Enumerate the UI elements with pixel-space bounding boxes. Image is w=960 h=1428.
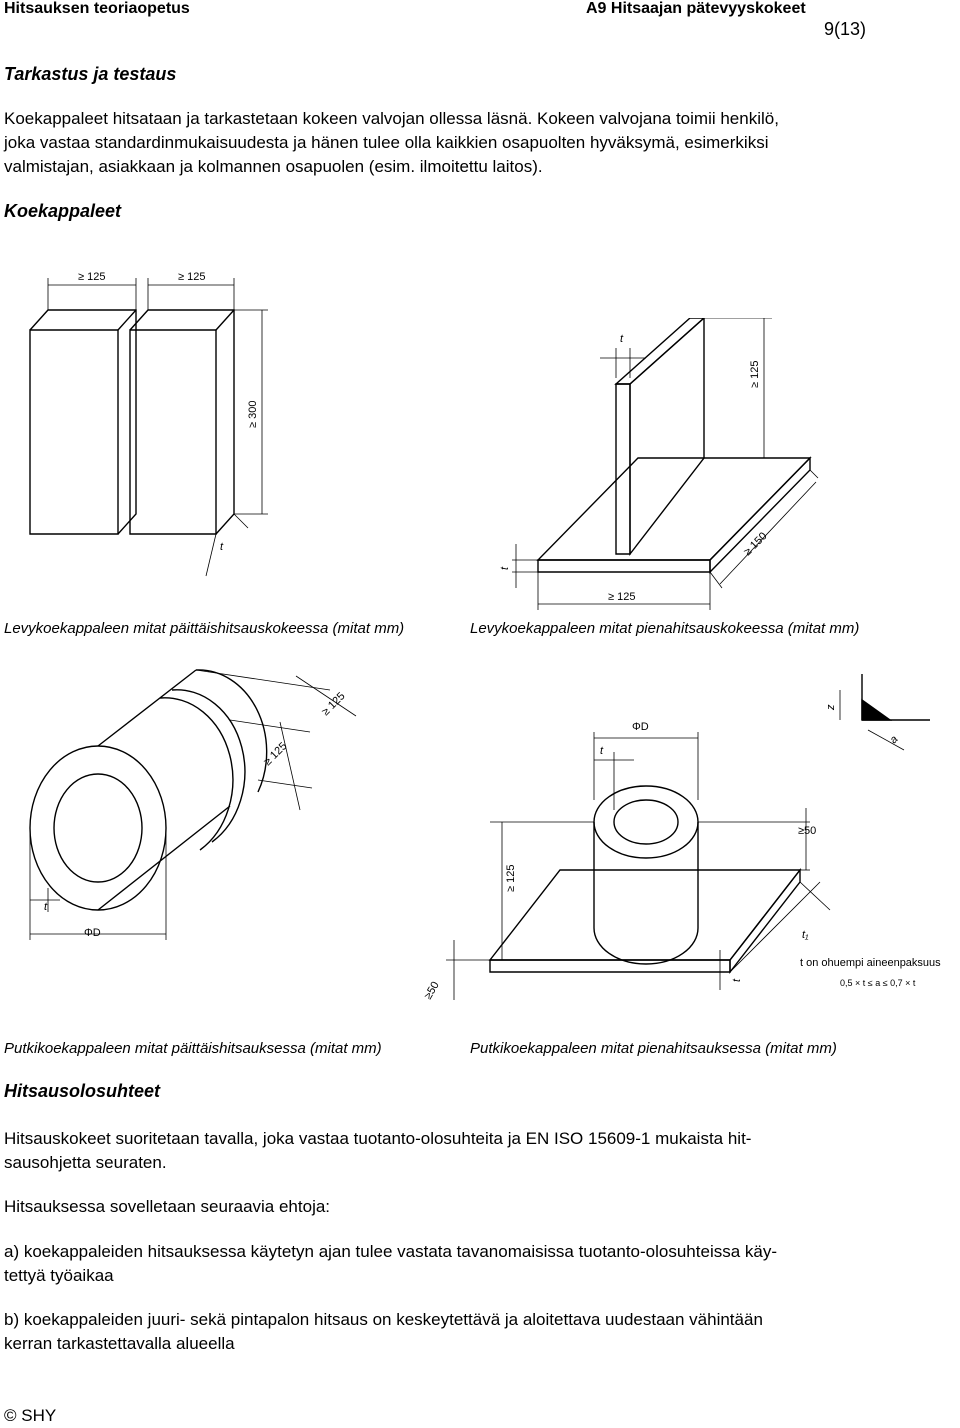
dim-diameter: ΦD: [84, 927, 101, 939]
text-line: a) koekappaleiden hitsauksessa käytetyn …: [4, 1242, 778, 1261]
dim-t2: t: [731, 978, 743, 982]
dim-thickness: t: [44, 901, 48, 913]
caption-plate-butt: Levykoekappaleen mitat päittäishitsausko…: [4, 620, 405, 637]
caption-plate-fillet: Levykoekappaleen mitat pienahitsauskokee…: [470, 620, 860, 637]
base-plate-top: [488, 869, 802, 961]
pipe-joint-left: [159, 697, 234, 851]
condition-a: a) koekappaleiden hitsauksessa käytetyn …: [4, 1240, 954, 1288]
vertical-plate-top: [614, 318, 706, 385]
plate-fillet-figure: t ≥ 125 ≥ 150 ≥ 125 t: [499, 318, 819, 610]
text-line: sausohjetta seuraten.: [4, 1153, 167, 1172]
inspection-paragraph: Koekappaleet hitsataan ja tarkastetaan k…: [4, 107, 954, 179]
plate-left-front: [29, 329, 119, 535]
text-line: valmistajan, asiakkaan ja kolmannen osap…: [4, 157, 543, 176]
base-plate-front: [489, 959, 731, 973]
text-line: tettyä työaikaa: [4, 1266, 114, 1285]
dim-width: ≥ 125: [608, 591, 635, 603]
plate-right-front: [129, 329, 217, 535]
dim-a: a: [888, 733, 901, 746]
vertical-plate-side: [629, 318, 705, 557]
pipe-top-outer: [593, 785, 699, 859]
dim-width-1: ≥ 125: [78, 271, 105, 283]
page-number: 9(13): [823, 19, 866, 39]
dim-height: ≥ 125: [505, 865, 517, 892]
conditions-paragraph-1: Hitsauskokeet suoritetaan tavalla, joka …: [4, 1127, 954, 1175]
footer-copyright: © SHY: [4, 1406, 57, 1425]
dim-z: z: [825, 704, 837, 711]
conditions-paragraph-2: Hitsauksessa sovelletaan seuraavia ehtoj…: [4, 1197, 331, 1216]
text-line: Koekappaleet hitsataan ja tarkastetaan k…: [4, 109, 779, 128]
base-plate-side: [709, 456, 811, 574]
dim-edge-left: ≥50: [422, 980, 442, 1002]
dim-height: ≥ 300: [247, 401, 259, 428]
pipe-bottom: [593, 927, 699, 965]
dim-t-side: t: [499, 566, 511, 570]
dim-t1: t₁: [802, 929, 809, 941]
pipe-end-outer: [29, 745, 167, 911]
base-plate-side: [729, 867, 801, 975]
caption-pipe-fillet: Putkikoekappaleen mitat pienahitsauksess…: [470, 1040, 837, 1057]
base-plate-front: [537, 559, 711, 573]
header-right: A9 Hitsaajan pätevyyskokeet: [586, 0, 806, 17]
dim-diameter: ΦD: [632, 721, 649, 733]
pipe-fillet-figure: ΦD t ≥ 125 ≥50 ≥50 t₁ t z a t on ohuempi…: [422, 674, 941, 1002]
text-line: joka vastaa standardinmukaisuudesta ja h…: [4, 133, 769, 152]
condition-b: b) koekappaleiden juuri- sekä pintapalon…: [4, 1308, 954, 1356]
note-throat: 0,5 × t ≤ a ≤ 0,7 × t: [840, 978, 916, 988]
pipe-top-inner: [613, 799, 679, 845]
caption-pipe-butt: Putkikoekappaleen mitat päittäishitsauks…: [4, 1040, 382, 1057]
header-left: Hitsauksen teoriaopetus: [4, 0, 190, 17]
dim-t-top: t: [620, 333, 624, 345]
text-line: kerran tarkastettavalla alueella: [4, 1334, 235, 1353]
section-title-specimens: Koekappaleet: [4, 201, 122, 221]
section-title-inspection: Tarkastus ja testaus: [4, 64, 177, 84]
pipe-joint-right: [171, 689, 246, 843]
dim-width-2: ≥ 125: [178, 271, 205, 283]
pipe-butt-figure: ≥ 125 ≥ 125 t ΦD: [29, 669, 357, 940]
dim-edge-right: ≥50: [798, 825, 816, 837]
fillet-triangle: [861, 698, 893, 721]
text-line: b) koekappaleiden juuri- sekä pintapalon…: [4, 1310, 763, 1329]
dim-height: ≥ 125: [749, 361, 761, 388]
section-title-conditions: Hitsausolosuhteet: [4, 1081, 161, 1101]
dim-thickness: t: [600, 745, 604, 757]
plate-butt-figure: ≥ 125 ≥ 125 ≥ 300 t: [29, 271, 268, 577]
plate-right-top: [129, 309, 235, 535]
base-plate-top: [536, 457, 812, 561]
dim-depth: ≥ 150: [742, 530, 770, 558]
note-thickness: t on ohuempi aineenpaksuus: [800, 957, 941, 969]
pipe-far-end: [195, 669, 268, 793]
pipe-end-inner: [53, 773, 143, 883]
dim-thickness: t: [220, 541, 224, 553]
text-line: Hitsauskokeet suoritetaan tavalla, joka …: [4, 1129, 752, 1148]
plate-left-top: [29, 309, 137, 535]
